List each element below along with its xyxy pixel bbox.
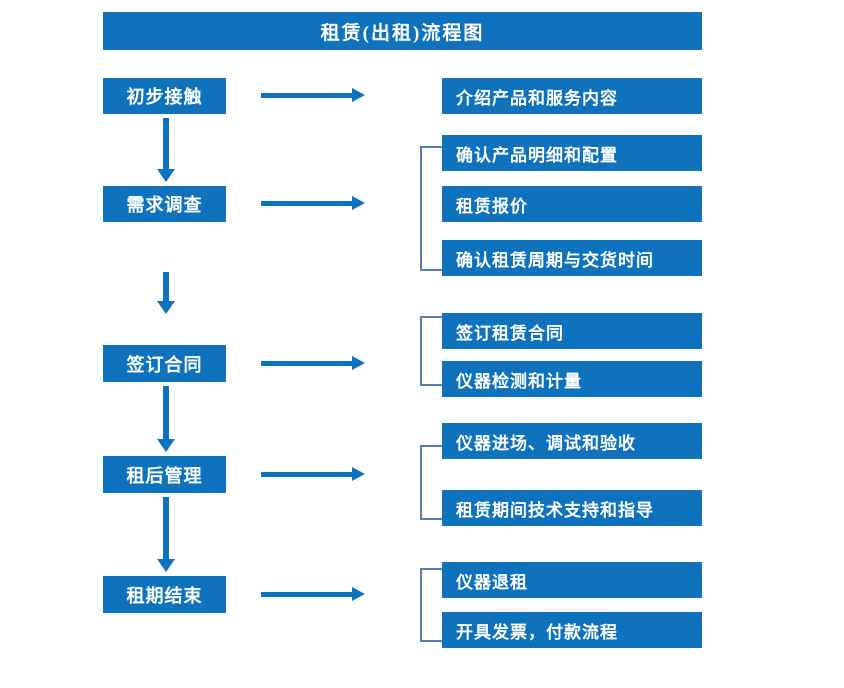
vertical-arrow-stage3-stage4 [155,386,177,452]
horizontal-arrow-stage5 [261,584,365,606]
group-bracket-stage4 [420,445,442,520]
stage-box-qianding-hetong[interactable]: 签订合同 [103,345,226,382]
detail-box-zulin-qijian-zhichi[interactable]: 租赁期间技术支持和指导 [442,490,702,526]
stage-box-xuqiu-diaocha[interactable]: 需求调查 [103,186,226,222]
detail-box-qianding-zulin-hetong[interactable]: 签订租赁合同 [442,313,702,349]
horizontal-arrow-stage2 [261,193,365,215]
horizontal-arrow-stage4 [261,464,365,486]
detail-box-yiqi-jiance[interactable]: 仪器检测和计量 [442,361,702,397]
stage-box-zuhou-guanli[interactable]: 租后管理 [103,456,226,493]
detail-box-yiqi-jinchang[interactable]: 仪器进场、调试和验收 [442,423,702,459]
horizontal-arrow-stage1 [261,85,365,107]
detail-box-jieshao-chanpin[interactable]: 介绍产品和服务内容 [442,78,702,114]
detail-box-zulin-baojia[interactable]: 租赁报价 [442,186,702,222]
horizontal-arrow-stage3 [261,353,365,375]
group-bracket-stage5 [420,568,442,642]
vertical-arrow-stage1-stage2 [155,118,177,182]
group-bracket-stage2 [420,146,442,271]
detail-box-queren-zulin-zhouqi[interactable]: 确认租赁周期与交货时间 [442,240,702,276]
detail-box-kaiju-fapiao[interactable]: 开具发票，付款流程 [442,612,702,648]
detail-box-queren-chanpin[interactable]: 确认产品明细和配置 [442,135,702,171]
diagram-title: 租赁(出租)流程图 [103,12,702,50]
vertical-arrow-stage4-stage5 [155,497,177,572]
vertical-arrow-stage2-stage3 [155,272,177,314]
detail-box-yiqi-tuizu[interactable]: 仪器退租 [442,562,702,598]
stage-box-zuqi-jieshu[interactable]: 租期结束 [103,576,226,613]
group-bracket-stage3 [420,316,442,386]
stage-box-chubu-jiechu[interactable]: 初步接触 [103,78,226,114]
